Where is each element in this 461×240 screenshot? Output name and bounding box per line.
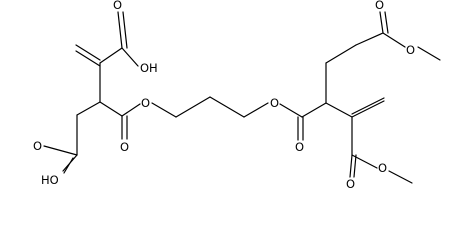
atom-o-acid2-carbonyl: O (33, 139, 42, 153)
atom-o-acid1-carbonyl: O (113, 0, 122, 12)
atom-labels: O OH O O O HO O O O O O O (33, 0, 415, 191)
atom-oh-acid2: HO (41, 173, 59, 187)
atom-o-ester4: O (378, 161, 387, 175)
atom-o-ester2: O (270, 96, 279, 110)
atom-oh-acid1: OH (140, 61, 158, 75)
atom-o-ester1-carbonyl: O (120, 140, 129, 154)
atom-o-ester1: O (141, 96, 150, 110)
right-half-bonds (279, 11, 441, 184)
atom-o-ester4-carbonyl: O (346, 177, 355, 191)
atom-o-ester2-carbonyl: O (295, 140, 304, 154)
atom-o-ester3-carbonyl: O (375, 0, 384, 12)
chemical-structure: O OH O O O HO O O O O O O (33, 0, 441, 191)
atom-o-ester3: O (406, 43, 415, 57)
left-half-bonds (43, 11, 269, 174)
